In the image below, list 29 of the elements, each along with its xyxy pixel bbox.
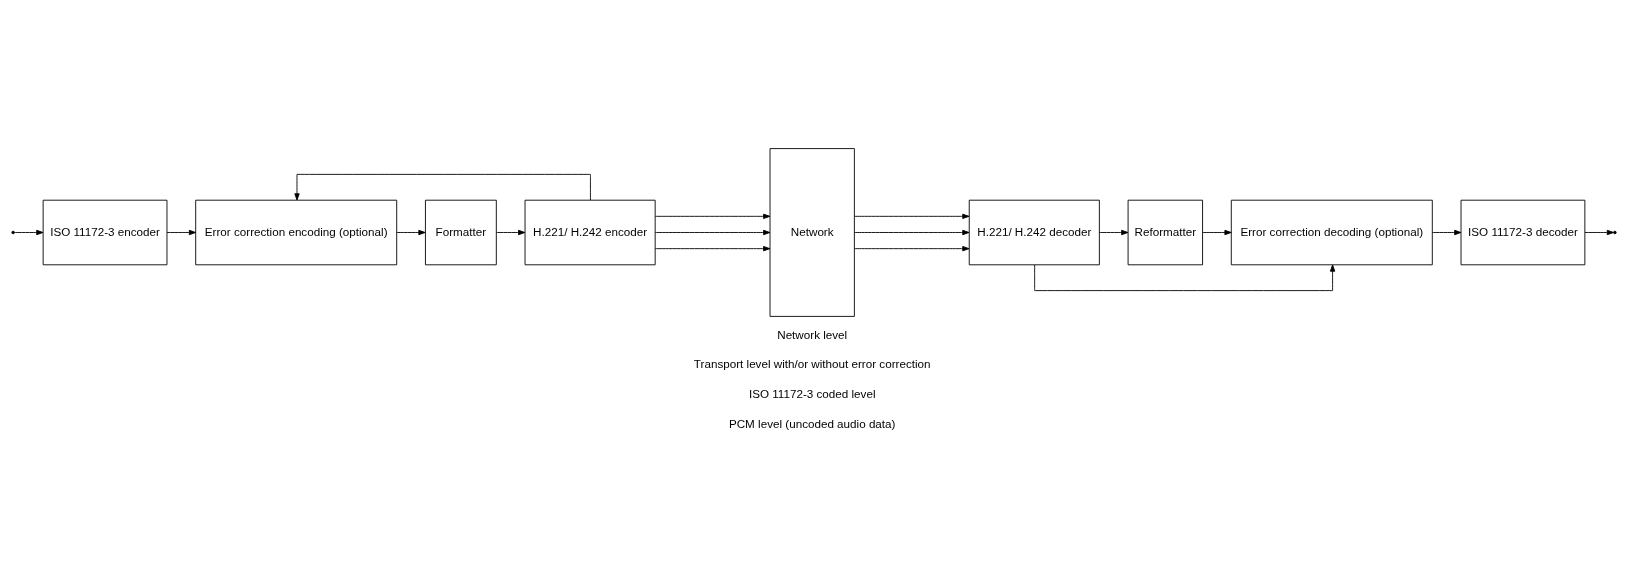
node-box: ISO 11172-3 decoder bbox=[1460, 199, 1586, 265]
node-box: Reformatter bbox=[1127, 199, 1203, 265]
label: ISO 11172-3 coded level bbox=[748, 386, 876, 400]
arrow bbox=[496, 229, 526, 235]
node-box: H.221/ H.242 encoder bbox=[524, 199, 656, 265]
label: Transport level with/or without error correction bbox=[693, 356, 931, 370]
arrow bbox=[1584, 229, 1614, 235]
node-box: Formatter bbox=[425, 199, 497, 265]
arrow bbox=[1099, 229, 1129, 235]
arrow bbox=[854, 245, 970, 251]
label: PCM level (uncoded audio data) bbox=[728, 416, 896, 430]
arrow bbox=[396, 229, 426, 235]
arrow bbox=[854, 229, 970, 235]
node-box: H.221/ H.242 decoder bbox=[968, 199, 1100, 265]
arrow bbox=[1202, 229, 1232, 235]
node-box: Error correction encoding (optional) bbox=[195, 199, 398, 265]
arrow bbox=[1034, 264, 1336, 291]
arrow bbox=[654, 229, 771, 235]
arrow bbox=[294, 173, 591, 200]
node-box: Error correction decoding (optional) bbox=[1230, 199, 1433, 265]
arrow bbox=[654, 213, 771, 219]
arrow bbox=[654, 245, 771, 251]
arrow bbox=[166, 229, 197, 235]
node-box: Network bbox=[769, 147, 855, 317]
arrow bbox=[14, 229, 44, 235]
arrow bbox=[1431, 229, 1462, 235]
label: Network level bbox=[777, 327, 848, 341]
node-box: ISO 11172-3 encoder bbox=[42, 199, 168, 265]
arrow bbox=[854, 213, 970, 219]
